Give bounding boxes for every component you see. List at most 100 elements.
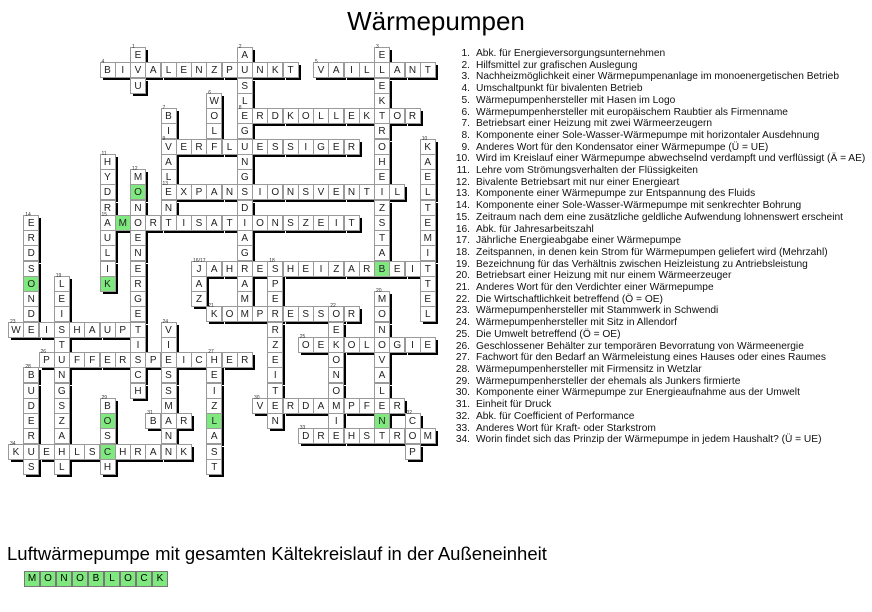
grid-cell[interactable]: N [404, 62, 421, 79]
grid-cell[interactable]: M [419, 428, 436, 445]
grid-cell[interactable]: S [313, 306, 329, 323]
grid-cell[interactable]: R [130, 275, 146, 292]
grid-cell[interactable]: P [221, 62, 238, 79]
grid-cell[interactable]: S [23, 458, 40, 475]
grid-cell[interactable]: T [419, 260, 436, 277]
grid-cell[interactable]: K [358, 108, 375, 124]
grid-cell[interactable]: K [282, 108, 299, 124]
grid-cell[interactable]: K [175, 443, 192, 460]
grid-cell[interactable]: I [419, 245, 436, 262]
grid-cell[interactable]: O [374, 138, 390, 155]
grid-cell[interactable]: S [358, 428, 375, 445]
grid-cell[interactable]: N [160, 443, 177, 460]
grid-cell[interactable]: O [297, 108, 314, 124]
grid-cell[interactable]: D [23, 245, 40, 262]
grid-cell[interactable]: H [69, 321, 85, 338]
grid-cell[interactable]: I [130, 336, 146, 353]
grid-cell[interactable]: L [99, 245, 116, 262]
grid-cell[interactable]: I [175, 214, 192, 231]
grid-cell[interactable]: E [328, 321, 345, 338]
grid-cell[interactable]: T [374, 230, 390, 246]
grid-cell[interactable]: I [267, 367, 284, 384]
grid-cell[interactable]: S [23, 260, 40, 277]
grid-cell[interactable]: H [130, 382, 146, 399]
grid-cell[interactable]: L [389, 184, 406, 201]
solution-cell[interactable]: C [136, 571, 152, 587]
grid-cell[interactable]: E [343, 108, 360, 124]
grid-cell[interactable]: S [236, 77, 253, 94]
grid-cell[interactable]: F [358, 397, 375, 414]
grid-cell[interactable]: E [313, 214, 329, 231]
grid-cell[interactable]: U [236, 138, 253, 155]
grid-cell[interactable]: V [130, 62, 146, 79]
grid-cell[interactable]: E [53, 291, 70, 307]
grid-cell[interactable]: O [206, 108, 223, 124]
grid-cell[interactable]: R [175, 413, 192, 429]
grid-cell[interactable]: E [374, 397, 390, 414]
grid-cell[interactable]: T [419, 62, 436, 79]
grid-cell[interactable]: E [419, 336, 436, 353]
grid-cell[interactable]: S [53, 397, 70, 414]
grid-cell[interactable]: R [389, 397, 406, 414]
grid-cell[interactable]: O [267, 184, 284, 201]
grid-cell[interactable]: I [175, 352, 192, 368]
grid-cell[interactable]: R [252, 108, 268, 124]
grid-cell[interactable]: L [358, 62, 375, 79]
grid-cell[interactable]: M [419, 230, 436, 246]
grid-cell[interactable]: T [206, 458, 223, 475]
grid-cell[interactable]: Z [328, 260, 345, 277]
grid-cell[interactable]: T [343, 214, 360, 231]
grid-cell[interactable]: G [130, 291, 146, 307]
grid-cell[interactable]: L [358, 336, 375, 353]
grid-cell[interactable]: X [175, 184, 192, 201]
grid-cell[interactable]: A [313, 397, 329, 414]
grid-cell[interactable]: I [313, 260, 329, 277]
grid-cell[interactable]: N [191, 62, 207, 79]
grid-cell[interactable]: Z [267, 336, 284, 353]
grid-cell[interactable]: S [267, 138, 284, 155]
grid-cell[interactable]: C [191, 352, 207, 368]
grid-cell[interactable]: P [191, 184, 207, 201]
grid-cell-solution[interactable]: O [130, 184, 146, 201]
grid-cell[interactable]: O [252, 214, 268, 231]
grid-cell[interactable]: E [389, 260, 406, 277]
grid-cell[interactable]: T [160, 214, 177, 231]
grid-cell[interactable]: N [236, 153, 253, 170]
grid-cell[interactable]: F [69, 352, 85, 368]
grid-cell[interactable]: S [160, 367, 177, 384]
grid-cell[interactable]: E [99, 352, 116, 368]
grid-cell[interactable]: I [343, 62, 360, 79]
grid-cell[interactable]: E [38, 443, 55, 460]
grid-cell[interactable]: S [53, 321, 70, 338]
grid-cell[interactable]: H [114, 443, 131, 460]
grid-cell[interactable]: P [404, 443, 421, 460]
grid-cell[interactable]: A [206, 260, 223, 277]
grid-cell[interactable]: H [221, 260, 238, 277]
grid-cell[interactable]: I [374, 184, 390, 201]
solution-cell[interactable]: B [88, 571, 104, 587]
grid-cell[interactable]: P [252, 306, 268, 323]
grid-cell[interactable]: D [297, 397, 314, 414]
grid-cell[interactable]: D [23, 397, 40, 414]
grid-cell[interactable]: O [328, 352, 345, 368]
grid-cell[interactable]: A [328, 62, 345, 79]
grid-cell[interactable]: A [236, 230, 253, 246]
grid-cell[interactable]: R [236, 352, 253, 368]
grid-cell[interactable]: S [84, 443, 101, 460]
grid-cell[interactable]: E [175, 62, 192, 79]
grid-cell[interactable]: G [236, 245, 253, 262]
grid-cell[interactable]: I [404, 260, 421, 277]
grid-cell[interactable]: Z [297, 214, 314, 231]
grid-cell[interactable]: S [282, 138, 299, 155]
grid-cell[interactable]: E [419, 214, 436, 231]
grid-cell[interactable]: T [374, 428, 390, 445]
grid-cell[interactable]: T [374, 108, 390, 124]
